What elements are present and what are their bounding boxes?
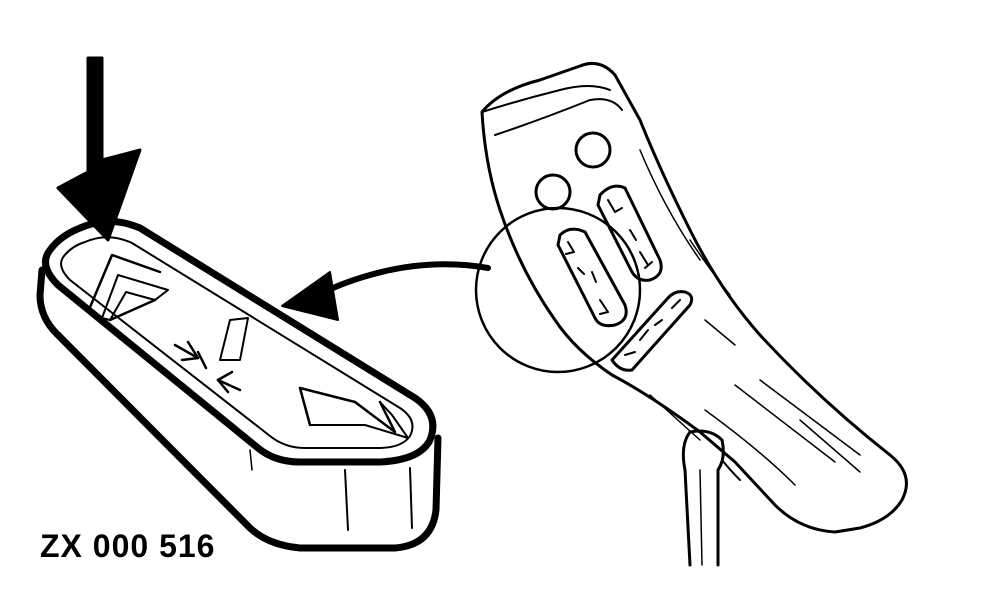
up-arrow-icon [86,253,169,322]
curved-arrow-icon [281,261,491,321]
detail-circle [474,206,642,374]
rocker-switch-side [610,290,694,372]
round-button-lower [534,173,572,211]
rocker-switch-right [596,184,663,282]
rocker-switch-center [556,227,628,328]
joystick-handle [480,62,908,567]
down-arrow-icon [298,386,409,439]
neutral-detent-icon [173,317,249,394]
round-button-upper [574,131,612,169]
reference-code: ZX 000 516 [40,528,216,564]
press-arrow-icon [56,56,142,242]
enlarged-switch-button [36,218,442,552]
